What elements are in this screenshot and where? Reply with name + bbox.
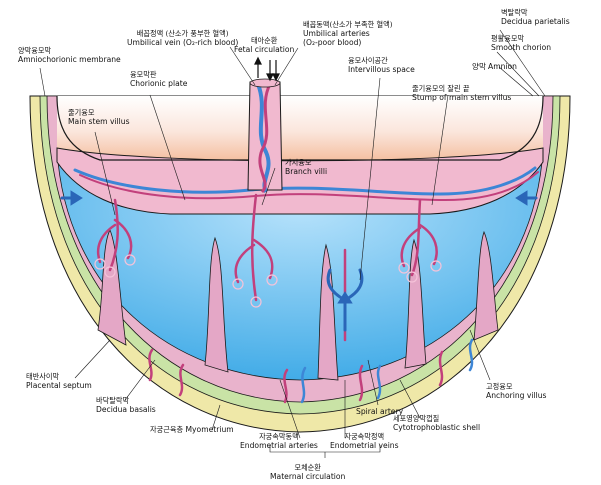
umbilical-vein-label: 배꼽정맥 (산소가 풍부한 혈액) Umbilical vein (O₂-ric… <box>127 29 239 47</box>
anchoring-villus-label: 고정융모 Anchoring villus <box>486 382 547 400</box>
umbilical-cord <box>247 78 283 194</box>
decidua-parietalis-label: 벽탈락막 Decidua parietalis <box>501 8 570 26</box>
smooth-chorion-label: 평활융모막 Smooth chorion <box>491 34 552 52</box>
amnion-label-en: Amnion <box>488 62 517 71</box>
maternal-circulation-label: 모체순환 Maternal circulation <box>270 463 346 481</box>
myometrium-label: 자궁근육층 Myometrium <box>150 425 234 434</box>
spiral-artery-label: Spiral artery <box>356 407 404 416</box>
umbilical-arteries-label: 배꼽동맥(산소가 부족한 혈액) Umbilical arteries (O₂-… <box>303 20 393 47</box>
fetal-flow-arrows <box>254 56 280 82</box>
amniotic-cavity <box>57 96 543 161</box>
chorionic-vessels <box>73 166 539 202</box>
leader-lines <box>39 29 546 458</box>
endometrial-arteries-label: 자궁속막동맥 Endometrial arteries <box>240 432 318 450</box>
maternal-vessels <box>148 338 474 404</box>
endometrial-veins-label: 자궁속막정맥 Endometrial veins <box>330 432 399 450</box>
branch-villi-label: 가지융모 Branch villi <box>285 158 328 176</box>
amniochorionic-membrane-label: 양막융모막 Amniochorionic membrane <box>18 46 121 64</box>
placental-septum-label: 태반사이막 Placental septum <box>26 372 92 390</box>
chorionic-plate-label: 융모막판 Chorionic plate <box>130 70 188 88</box>
stump-villus-label: 줄기융모의 잘린 끝 Stump of main stem villus <box>412 84 512 102</box>
chorionic-plate-edge <box>56 95 544 161</box>
main-stem-villus-label: 줄기융모 Main stem villus <box>68 108 130 126</box>
amnion-label: 양막 <box>472 62 486 71</box>
cytotrophoblastic-shell-label: 세포영양막껍질 Cytotrophoblastic shell <box>393 414 481 432</box>
decidua-basalis-label: 바닥탈락막 Decidua basalis <box>96 396 156 414</box>
fetal-circulation-label: 태아순환 Fetal circulation <box>234 36 295 54</box>
intervillous-space-label: 융모사이공간 Intervillous space <box>348 56 415 74</box>
maternal-flow-arrows <box>60 190 538 332</box>
